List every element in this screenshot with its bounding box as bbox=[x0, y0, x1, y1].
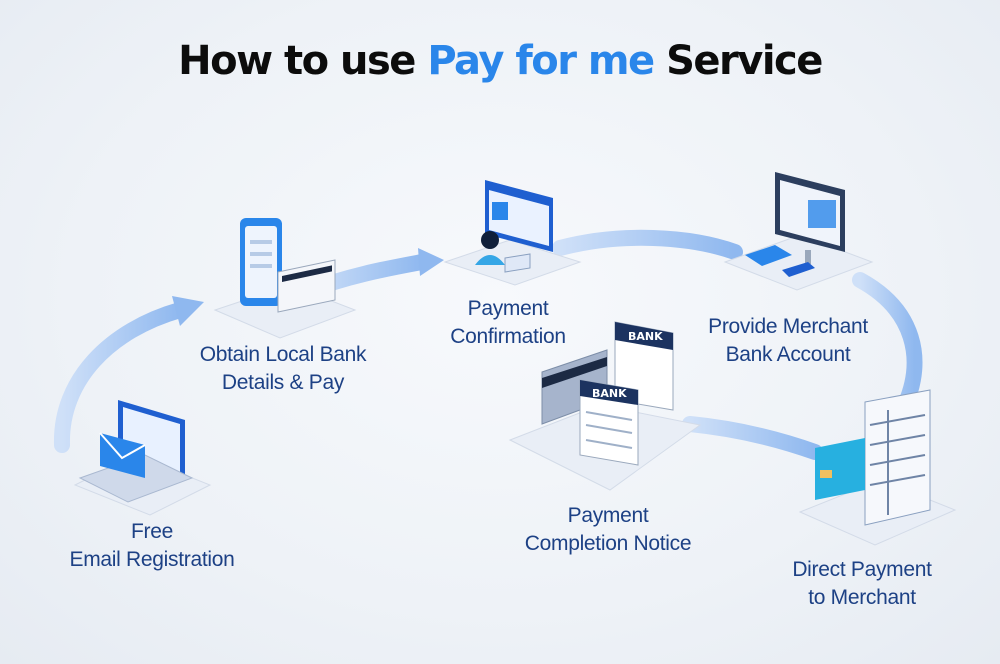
step-1-line1: Free bbox=[131, 520, 173, 543]
bank-doc-label-back: BANK bbox=[628, 330, 663, 343]
arrow-step4-to-step5 bbox=[852, 272, 923, 413]
step-3-line2: Confirmation bbox=[450, 325, 566, 348]
page-title: How to use Pay for me Service bbox=[0, 38, 1000, 84]
step-6-line2: Completion Notice bbox=[524, 532, 692, 555]
bank-doc-label-front: BANK bbox=[592, 387, 627, 400]
arrowhead-2 bbox=[418, 248, 444, 276]
step-4-line1: Provide Merchant bbox=[708, 315, 868, 338]
step-2-line2: Details & Pay bbox=[221, 371, 345, 394]
arrow-step5-to-step6 bbox=[682, 416, 823, 460]
step-4-line2: Bank Account bbox=[725, 343, 851, 366]
step-6-line1: Payment bbox=[567, 504, 649, 527]
step-3-line1: Payment bbox=[467, 297, 549, 320]
step-5-line2: to Merchant bbox=[808, 586, 916, 609]
title-highlight: Pay for me bbox=[427, 38, 655, 84]
title-part2: Service bbox=[653, 38, 823, 84]
title-part1: How to use bbox=[178, 38, 428, 84]
step-2-line1: Obtain Local Bank bbox=[199, 343, 367, 366]
step-1-line2: Email Registration bbox=[69, 548, 235, 571]
arrowhead-1 bbox=[172, 296, 204, 326]
step-label-5: Direct Payment to Merchant bbox=[742, 556, 982, 612]
arrow-step1-to-step2 bbox=[53, 302, 188, 453]
arrow-step3-to-step4 bbox=[552, 229, 743, 260]
step-5-line1: Direct Payment bbox=[792, 558, 932, 581]
